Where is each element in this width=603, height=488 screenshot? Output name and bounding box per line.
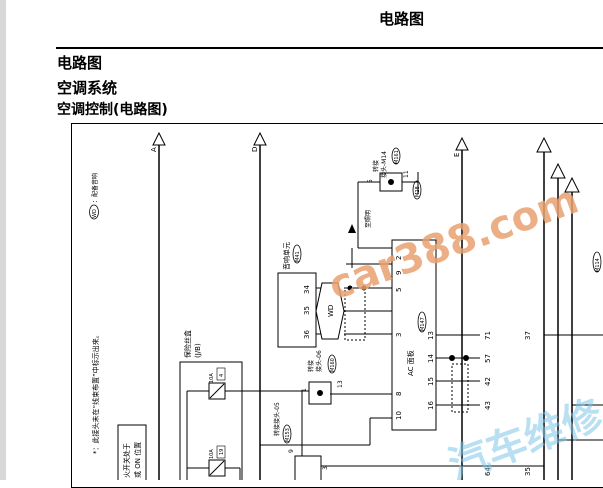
connector-right-arrows: [536, 136, 580, 480]
section-title-ac-system: 空调系统: [57, 79, 118, 97]
wire-42: 42: [484, 377, 492, 386]
ac-pin-3: 3: [395, 333, 403, 337]
ac-pin-10: 10: [395, 411, 403, 420]
joint-06-pin1: 1: [301, 388, 308, 392]
joint-05-pin9: 9: [288, 449, 295, 453]
wire-35: 35: [524, 467, 532, 476]
wire-57: 57: [484, 354, 492, 363]
ac-pin-14: 14: [427, 354, 435, 363]
jb-sub: (J/B): [194, 343, 202, 358]
joint-m14: 转接 接头-M14 M161 5 11 M28 至照明: [348, 147, 422, 268]
ac-panel: AC 面板 M147 2 9 5 3 8 10 13 14 15 16 71 5…: [330, 239, 492, 445]
section-title-ac-control: 空调控制(电路图): [57, 102, 168, 118]
m114-code: M114: [595, 258, 601, 272]
watermark-text-2: 汽车维修: [443, 391, 603, 480]
ac-pin-2: 2: [395, 256, 403, 260]
ac-panel-name: AC 面板: [406, 350, 415, 376]
audio-unit-name: 音响单元: [282, 242, 291, 270]
ac-pin-15: 15: [427, 377, 435, 386]
joint-06-name: 转接: [307, 360, 315, 372]
section-title-circuit: 电路图: [57, 54, 103, 72]
joint-05-code: M153: [285, 428, 291, 442]
fuse2-number: 19: [219, 449, 225, 455]
right-wiring: 37 35 64 M114: [484, 251, 603, 476]
ac-pin-5: 5: [395, 288, 403, 292]
fuse2-rating: 10A: [209, 449, 215, 459]
ac-pin-13: 13: [427, 331, 435, 340]
audio-pin-36: 36: [303, 330, 311, 339]
connector-A-label: A: [150, 147, 158, 152]
joint-05-pin3: 3: [322, 466, 329, 470]
audio-pin-34: 34: [303, 285, 311, 294]
switch-text-2: 或 ON 位置: [133, 442, 142, 478]
wire-64: 64: [484, 467, 492, 476]
audio-unit-code: M41: [295, 251, 301, 262]
header-rule: [56, 47, 603, 49]
footnote: *：此接头未在“线束布置”中标示出来。: [91, 331, 100, 454]
jb-name: 保险丝盒: [183, 330, 192, 358]
joint-m14-pin5: 5: [367, 179, 374, 183]
audio-pin-35: 35: [303, 306, 311, 315]
joint-m14-pin11: 11: [403, 170, 410, 178]
joint-06-code: M160: [330, 358, 336, 372]
ac-pin-8: 8: [395, 392, 403, 396]
ground-m28: M28: [415, 186, 421, 197]
to-lighting: 至照明: [365, 210, 372, 228]
ac-pin-9: 9: [395, 271, 403, 275]
connector-D-label: D: [251, 147, 259, 152]
connector-A: A: [150, 131, 166, 480]
joint-05: 转接接头-05 M153 9 3: [260, 391, 544, 480]
legend-wd-text: ：配备音响: [91, 173, 99, 203]
connector-E-label: E: [453, 153, 461, 157]
legend-wd: WD ：配备音响: [89, 173, 99, 220]
legend-wd-code: WD: [92, 209, 98, 218]
page-header-title: 电路图: [378, 10, 424, 28]
fuse1-number: 4: [219, 374, 225, 377]
connector-E: E: [453, 136, 469, 480]
joint-m14-name: 转接: [372, 160, 380, 172]
watermark-text: car388.com: [323, 177, 585, 310]
joint-06-pin13: 13: [337, 380, 344, 388]
wd-option-mark: WD: [315, 282, 392, 341]
fuse-box-jb: 保险丝盒 (J/B) 10A 4 10A 19: [179, 330, 302, 480]
ignition-switch-box: 火开关处于 或 ON 位置: [117, 424, 147, 480]
joint-06-name2: 接头-06: [315, 350, 323, 372]
wire-37: 37: [524, 331, 532, 340]
wire-71: 71: [484, 331, 492, 340]
fuse1-rating: 10A: [209, 373, 215, 383]
joint-m14-code: M161: [394, 150, 400, 164]
joint-m14-name2: 接头-M14: [380, 151, 388, 178]
wire-43: 43: [484, 401, 492, 410]
connector-D: D: [251, 131, 267, 480]
switch-text-1: 火开关处于: [122, 443, 131, 478]
joint-06: 转接 接头-06 M160 1 13: [301, 350, 344, 405]
joint-05-name: 转接接头-05: [273, 402, 281, 436]
ac-pin-16: 16: [427, 401, 435, 410]
ac-panel-code: M147: [420, 317, 426, 331]
page-edge-strip: [0, 0, 6, 480]
wd-mark-text: WD: [327, 305, 335, 317]
